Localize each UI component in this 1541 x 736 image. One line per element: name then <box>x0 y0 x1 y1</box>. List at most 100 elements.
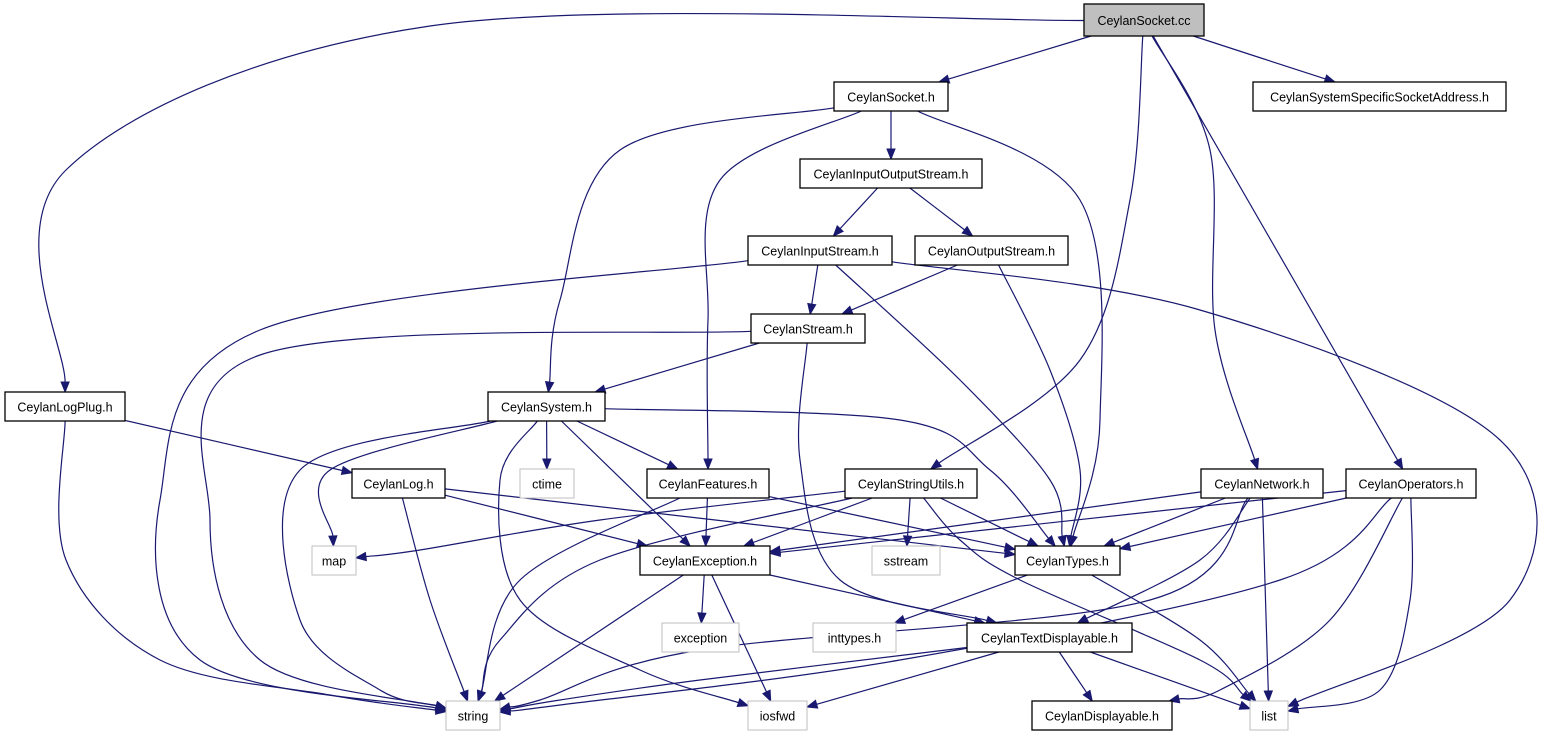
edge-socket_cc-to-socket_h <box>948 35 1092 80</box>
edge-out_stream-to-stream <box>851 264 958 311</box>
edge-textdisp-to-list <box>1090 651 1241 706</box>
node-inttypes: inttypes.h <box>812 622 897 653</box>
node-stream[interactable]: CeylanStream.h <box>750 313 866 344</box>
node-label: iosfwd <box>760 710 795 724</box>
arrowhead-socket_cc-to-operators <box>1393 457 1404 471</box>
node-box <box>311 545 357 576</box>
node-box <box>639 545 771 576</box>
arrowhead-textdisp-to-iosfwd <box>805 699 819 709</box>
node-exception: exception <box>661 622 740 653</box>
edge-in_stream-to-string <box>154 260 749 709</box>
arrowhead-network-to-types <box>1102 537 1116 547</box>
node-label: sstream <box>884 555 928 569</box>
edge-log-to-types <box>444 488 1006 554</box>
node-sstream: sstream <box>871 545 941 576</box>
arrowhead-logplug-to-log <box>340 465 354 476</box>
node-socket-h[interactable]: CeylanSocket.h <box>833 81 949 112</box>
node-types[interactable]: CeylanTypes.h <box>1014 545 1121 576</box>
node-logplug[interactable]: CeylanLogPlug.h <box>4 391 126 422</box>
edge-log-to-exception_h <box>444 494 638 545</box>
edge-operators-to-list <box>1297 497 1414 710</box>
edge-log-to-string <box>401 497 465 692</box>
node-label: inttypes.h <box>828 632 882 646</box>
edge-features-to-exception_h <box>705 497 708 537</box>
node-box <box>1252 81 1507 112</box>
node-box <box>519 468 575 499</box>
node-in-stream[interactable]: CeylanInputStream.h <box>747 235 893 266</box>
arrowhead-out_stream-to-types <box>1066 534 1076 548</box>
arrowhead-features-to-exception_h <box>701 535 711 548</box>
arrowhead-io_stream-to-in_stream <box>832 225 844 237</box>
edge-network-to-list <box>1261 497 1269 692</box>
edge-io_stream-to-out_stream <box>909 187 965 231</box>
node-box <box>646 468 770 499</box>
arrowhead-exception_h-to-string <box>493 691 507 702</box>
arrowhead-exception_h-to-exception <box>697 612 707 625</box>
arrowhead-in_stream-to-stream <box>807 302 817 316</box>
node-textdisp[interactable]: CeylanTextDisplayable.h <box>966 622 1133 653</box>
node-box <box>750 313 866 344</box>
arrowhead-network-to-textdisp <box>1076 614 1090 624</box>
node-log[interactable]: CeylanLog.h <box>351 468 446 499</box>
node-displayable[interactable]: CeylanDisplayable.h <box>1031 700 1173 731</box>
edge-socket_h-to-features <box>704 110 862 460</box>
node-system[interactable]: CeylanSystem.h <box>487 391 606 422</box>
node-socket-cc[interactable]: CeylanSocket.cc <box>1083 3 1205 37</box>
edge-strutils-to-sstream <box>907 497 911 537</box>
node-label: CeylanLog.h <box>363 478 433 492</box>
arrowhead-socket_h-to-io_stream <box>886 148 896 161</box>
edge-logplug-to-log <box>124 419 343 472</box>
node-box <box>661 622 740 653</box>
node-label: CeylanInputOutputStream.h <box>814 168 969 182</box>
node-box <box>914 235 1069 266</box>
node-label: CeylanNetwork.h <box>1214 478 1309 492</box>
node-strutils[interactable]: CeylanStringUtils.h <box>844 468 978 499</box>
edge-system-to-exception_h <box>560 420 684 540</box>
node-box <box>1014 545 1121 576</box>
arrowhead-textdisp-to-string <box>498 704 512 714</box>
edge-socket_cc-to-network <box>1151 35 1256 460</box>
node-features[interactable]: CeylanFeatures.h <box>646 468 770 499</box>
node-exception-h[interactable]: CeylanException.h <box>639 545 771 576</box>
arrowhead-textdisp-to-displayable <box>1082 689 1093 703</box>
edge-out_stream-to-types <box>998 264 1082 537</box>
node-io-stream[interactable]: CeylanInputOutputStream.h <box>799 158 983 189</box>
node-iosfwd: iosfwd <box>747 700 808 731</box>
arrowhead-features-to-types <box>1003 542 1017 552</box>
arrowhead-io_stream-to-out_stream <box>961 225 974 237</box>
node-box <box>1345 468 1477 499</box>
node-box <box>445 700 501 731</box>
arrowhead-log-to-string <box>459 689 469 703</box>
edge-operators-to-string <box>509 497 1392 712</box>
edge-system-to-features <box>576 420 669 466</box>
arrowhead-strutils-to-exception_h <box>742 537 756 547</box>
node-box <box>747 235 893 266</box>
arrowhead-system-to-types <box>1044 534 1056 548</box>
node-box <box>1200 468 1324 499</box>
arrowhead-socket_cc-to-strutils <box>929 459 943 470</box>
edge-system-to-map <box>317 420 498 537</box>
edge-in_stream-to-types <box>835 264 1063 537</box>
arrowhead-out_stream-to-stream <box>840 305 854 315</box>
node-sys-sock-addr[interactable]: CeylanSystemSpecificSocketAddress.h <box>1252 81 1507 112</box>
node-out-stream[interactable]: CeylanOutputStream.h <box>914 235 1069 266</box>
edge-network-to-exception_h <box>779 491 1202 551</box>
edge-socket_h-to-system <box>549 107 835 383</box>
edge-in_stream-to-list <box>891 261 1538 703</box>
node-label: string <box>458 710 489 724</box>
arrowhead-system-to-iosfwd <box>736 697 750 707</box>
node-network[interactable]: CeylanNetwork.h <box>1200 468 1324 499</box>
edge-system-to-types <box>604 408 1050 539</box>
edge-io_stream-to-in_stream <box>839 187 879 230</box>
arrowhead-system-to-ctime <box>542 458 552 471</box>
arrowhead-types-to-list <box>1245 690 1257 702</box>
arrowhead-socket_cc-to-logplug <box>60 381 70 394</box>
node-label: map <box>322 555 346 569</box>
arrowhead-strutils-to-map <box>354 551 367 562</box>
node-operators[interactable]: CeylanOperators.h <box>1345 468 1477 499</box>
node-box <box>1083 3 1205 37</box>
edge-exception_h-to-textdisp <box>769 574 976 622</box>
arrowhead-in_stream-to-list <box>1286 697 1300 707</box>
node-box <box>871 545 941 576</box>
